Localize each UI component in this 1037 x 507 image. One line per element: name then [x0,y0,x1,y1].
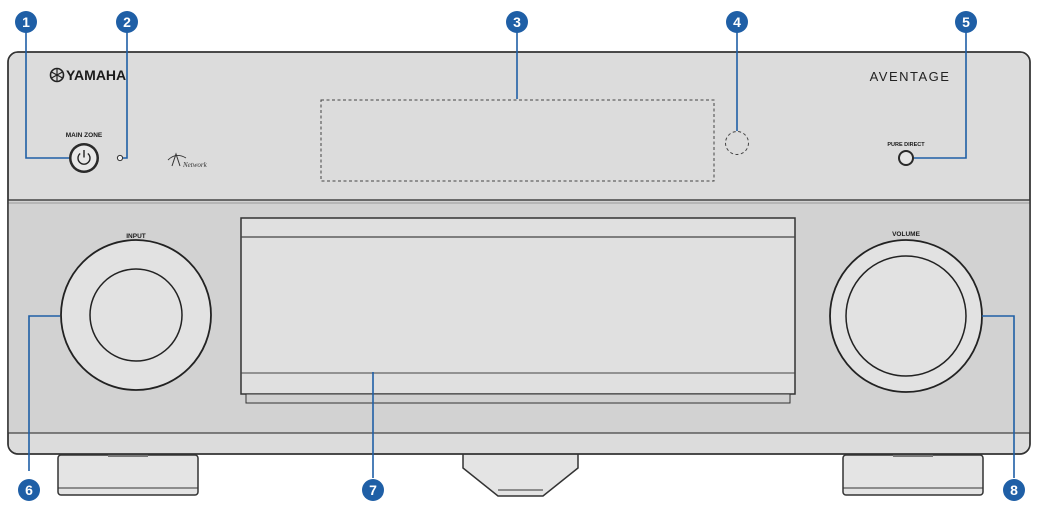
power-icon [77,150,91,165]
svg-text:2: 2 [123,14,131,30]
callout-6: 6 [18,479,40,501]
pure-direct-label: PURE DIRECT [887,142,925,148]
main-zone-power-button[interactable] [69,143,99,173]
svg-text:5: 5 [962,14,970,30]
svg-text:7: 7 [369,482,377,498]
callout-2: 2 [116,11,138,33]
yamaha-logo: YAMAHA [49,67,126,83]
callout-5: 5 [955,11,977,33]
master-volume-knob[interactable] [829,239,983,393]
network-logo-text: Network [182,161,208,169]
volume-label: VOLUME [892,231,920,238]
input-selector-knob[interactable] [60,239,212,391]
series-logo: AVENTAGE [870,69,951,84]
brand-name: YAMAHA [66,67,126,83]
center-stand [462,451,579,497]
callout-1: 1 [15,11,37,33]
callout-8: 8 [1003,479,1025,501]
callout-leaders [25,30,1015,478]
svg-text:3: 3 [513,14,521,30]
svg-text:4: 4 [733,14,741,30]
svg-text:1: 1 [22,14,30,30]
standby-indicator [116,154,124,162]
callout-4: 4 [726,11,748,33]
input-label: INPUT [126,233,146,240]
svg-text:6: 6 [25,482,33,498]
callout-3: 3 [506,11,528,33]
front-door[interactable] [240,217,796,404]
left-foot [57,452,199,496]
right-foot [842,452,984,496]
main-zone-label: MAIN ZONE [66,132,103,139]
front-display [320,99,715,182]
tuning-fork-emblem-icon [49,67,65,83]
callout-7: 7 [362,479,384,501]
svg-text:8: 8 [1010,482,1018,498]
pure-direct-button[interactable] [898,150,914,166]
network-logo: Network [167,152,208,169]
remote-control-sensor [725,131,749,155]
